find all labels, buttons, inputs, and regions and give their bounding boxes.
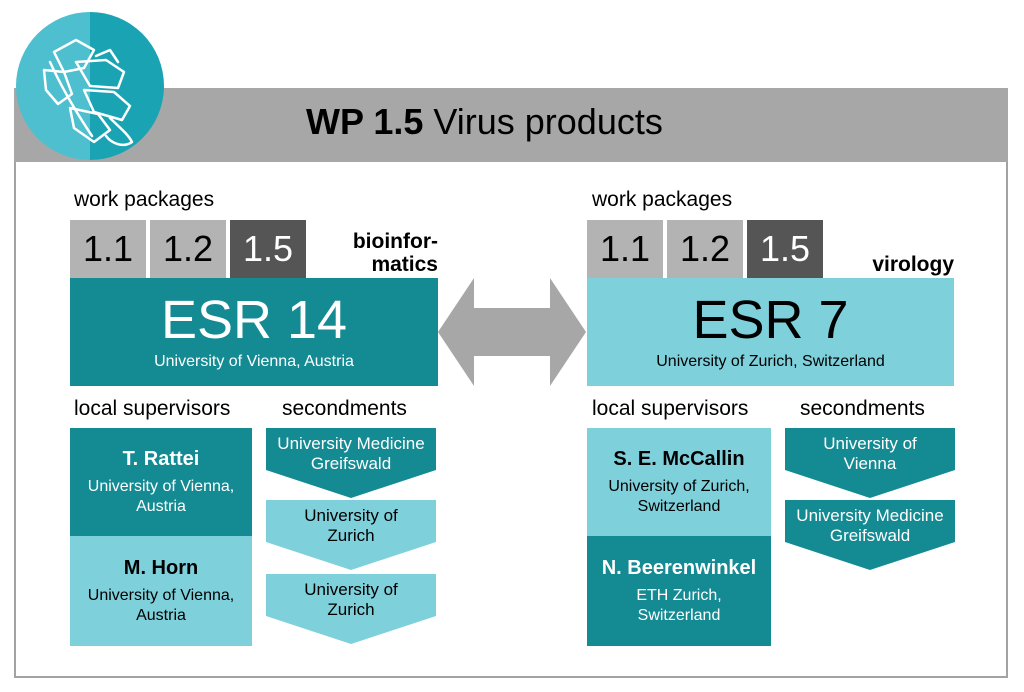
supervisor-affiliation-line2: Switzerland — [637, 497, 721, 515]
supervisor-affiliation-line2: Switzerland — [637, 606, 721, 624]
title-banner — [14, 88, 1008, 162]
secondment-line1: University of — [304, 580, 398, 599]
supervisor-name: S. E. McCallin — [613, 448, 745, 471]
secondment-line1: University of — [823, 434, 917, 453]
title-text: Virus products — [433, 101, 663, 142]
secondment-line2: Vienna — [843, 453, 897, 473]
secondment-line1: University of — [304, 506, 398, 525]
right-wp-1-5: 1.5 — [747, 220, 823, 278]
supervisor-affiliation-line2: Austria — [136, 606, 186, 624]
left-supervisor-2: M. Horn University of Vienna, Austria — [70, 536, 252, 646]
supervisor-name: M. Horn — [123, 557, 199, 580]
left-wp-1-1: 1.1 — [70, 220, 146, 278]
secondment-line2: Greifswald — [829, 525, 911, 545]
left-supervisors-label: local supervisors — [74, 397, 231, 420]
right-work-packages-label: work packages — [592, 188, 733, 211]
left-supervisor-1: T. Rattei University of Vienna, Austria — [70, 428, 252, 536]
secondment-line2: Zurich — [327, 525, 375, 545]
left-wp-1-5: 1.5 — [230, 220, 306, 278]
secondment-line2: Zurich — [327, 599, 375, 619]
supervisor-name: T. Rattei — [122, 448, 200, 471]
title-wp-number: WP 1.5 — [306, 101, 424, 142]
supervisor-affiliation-line1: University of Vienna, — [87, 478, 235, 496]
right-esr-box: ESR 7 University of Zurich, Switzerland — [587, 278, 954, 386]
left-esr-box: ESR 14 University of Vienna, Austria — [70, 278, 438, 386]
right-esr-title: ESR 7 — [692, 290, 849, 350]
secondment-line2: Greifswald — [310, 453, 392, 473]
left-discipline-line1: bioinfor- — [352, 230, 438, 253]
left-esr-title: ESR 14 — [160, 290, 348, 350]
left-discipline-line2: matics — [371, 253, 438, 277]
right-wp-1-2: 1.2 — [667, 220, 743, 278]
right-esr-institution: University of Zurich, Switzerland — [656, 353, 885, 370]
left-work-packages-label: work packages — [74, 188, 215, 211]
secondment-line1: University Medicine — [277, 434, 425, 453]
left-secondments-label: secondments — [282, 397, 407, 420]
right-supervisor-1: S. E. McCallin University of Zurich, Swi… — [587, 428, 771, 536]
left-wp-1-2: 1.2 — [150, 220, 226, 278]
right-supervisors-label: local supervisors — [592, 397, 749, 420]
page-title: WP 1.5 Virus products — [306, 100, 663, 143]
supervisor-name: N. Beerenwinkel — [601, 557, 757, 580]
double-arrow-icon — [438, 278, 586, 386]
protein-structure-logo — [16, 12, 164, 160]
supervisor-affiliation-line1: University of Vienna, — [87, 587, 235, 605]
left-discipline: bioinfor- matics — [353, 230, 438, 276]
left-esr-institution: University of Vienna, Austria — [154, 353, 354, 370]
supervisor-affiliation-line2: Austria — [136, 497, 186, 515]
supervisor-affiliation-line1: ETH Zurich, — [636, 587, 722, 605]
right-secondments-label: secondments — [800, 397, 925, 420]
right-supervisor-2: N. Beerenwinkel ETH Zurich, Switzerland — [587, 536, 771, 646]
right-wp-1-1: 1.1 — [587, 220, 663, 278]
supervisor-affiliation-line1: University of Zurich, — [608, 478, 750, 496]
secondment-line1: University Medicine — [796, 506, 944, 525]
right-discipline: virology — [872, 253, 954, 276]
